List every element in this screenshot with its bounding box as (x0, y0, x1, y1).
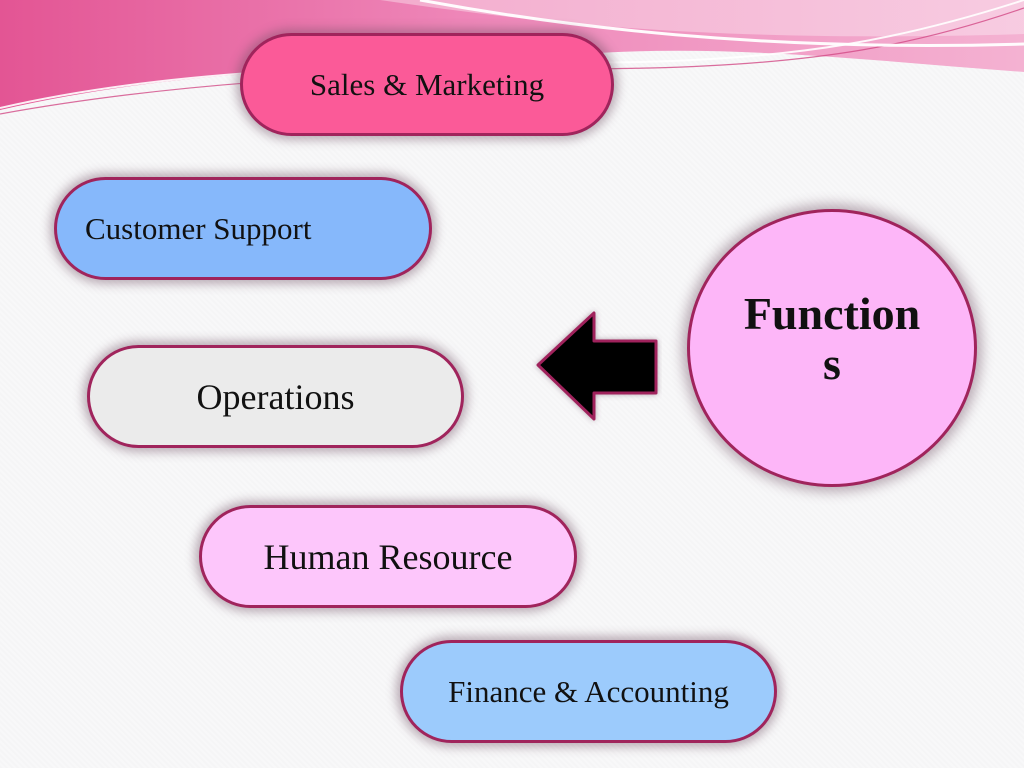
pill-label: Finance & Accounting (448, 673, 729, 709)
pill-label: Operations (196, 376, 355, 417)
center-circle-functions: Functions (687, 209, 977, 487)
pill-operations: Operations (87, 345, 464, 448)
center-label: Functions (743, 288, 921, 389)
pill-customer-support: Customer Support (54, 177, 432, 280)
pill-label: Sales & Marketing (309, 66, 545, 102)
pill-finance-accounting: Finance & Accounting (400, 640, 777, 743)
pill-sales-marketing: Sales & Marketing (240, 33, 614, 136)
pill-label: Customer Support (85, 210, 312, 246)
pill-human-resource: Human Resource (199, 505, 577, 608)
pill-label: Human Resource (263, 536, 513, 577)
arrow-left-icon (536, 311, 658, 421)
